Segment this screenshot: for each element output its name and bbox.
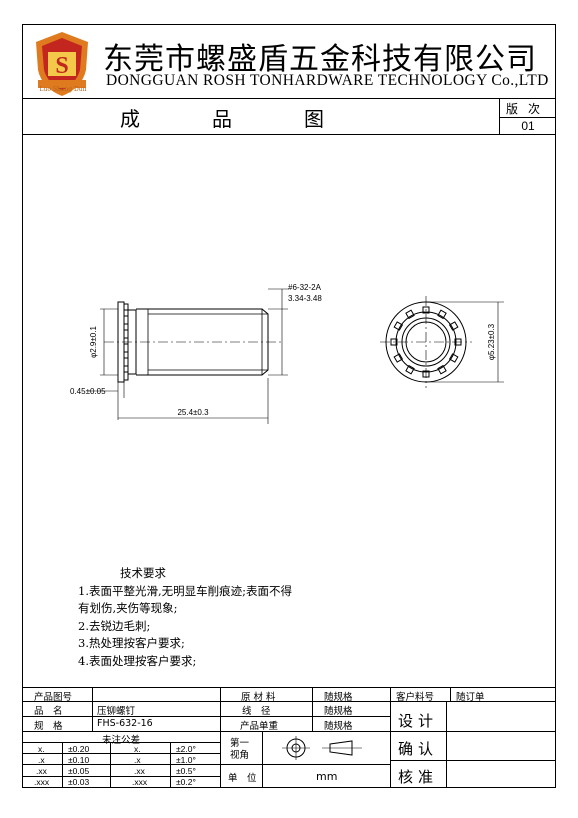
wire-value: 随规格 — [324, 706, 353, 717]
svg-text:S: S — [55, 53, 68, 79]
version-label: 版次 — [505, 102, 550, 116]
tb-col — [446, 701, 447, 788]
title-block-top — [22, 687, 556, 688]
tb-row — [22, 764, 220, 765]
tol-key: x. — [38, 744, 45, 754]
note-line: 4.表面处理按客户要求; — [78, 653, 197, 668]
tb-row — [22, 716, 390, 717]
technical-notes: 技术要求 1.表面平整光滑,无明显车削痕迹;表面不得 有划伤,夹伤等现象; 2.… — [78, 565, 378, 670]
customer-no-label: 客户料号 — [396, 692, 435, 703]
tb-row — [22, 776, 220, 777]
knurl-tooth — [437, 364, 447, 375]
tol-angle-value: ±2.0° — [176, 744, 196, 754]
material-label: 原 材 料 — [241, 692, 276, 703]
tb-col — [312, 687, 313, 731]
tol-angle-value: ±0.5° — [176, 766, 196, 776]
knurl-tooth — [448, 321, 459, 331]
version-row-divider — [499, 117, 556, 118]
notes-title: 技术要求 — [120, 566, 166, 580]
knurl-tooth — [393, 353, 404, 363]
tb-col — [92, 687, 93, 731]
knurl-tooth — [405, 309, 415, 320]
tol-angle-key: .xx — [134, 766, 145, 776]
knurl-tooth — [390, 338, 398, 346]
head-diameter-label: φ5.23±0.3 — [487, 323, 496, 360]
version-value: 01 — [521, 119, 535, 133]
tol-value: ±0.10 — [68, 755, 90, 765]
knurl-tooth — [422, 306, 430, 314]
confirm-label: 确认 — [398, 740, 439, 758]
tb-row — [220, 764, 390, 765]
tol-angle-key: x. — [134, 744, 141, 754]
tol-value: ±0.05 — [68, 766, 90, 776]
company-logo: S — [36, 32, 88, 96]
tol-angle-value: ±0.2° — [176, 777, 196, 787]
knurl-tooth — [437, 309, 447, 320]
tol-value: ±0.03 — [68, 777, 90, 787]
knurl-tooth — [393, 321, 404, 331]
tolerance-title: 未注公差 — [102, 735, 141, 746]
tol-value: ±0.20 — [68, 744, 90, 754]
projection-label: 第一 视角 — [230, 738, 250, 761]
note-line: 有划伤,夹伤等现象; — [78, 601, 178, 615]
tb-col — [62, 742, 63, 788]
thread-spec-label: #6-32-2A — [288, 283, 322, 292]
customer-no-value: 随订单 — [456, 692, 485, 703]
drawing-frame — [22, 24, 556, 788]
length-label: 25.4±0.3 — [177, 408, 209, 417]
tb-col — [450, 687, 451, 701]
tb-col — [262, 731, 263, 788]
unit-value: mm — [316, 770, 338, 783]
name-value: 压铆螺钉 — [97, 706, 136, 717]
tol-key: .xx — [36, 766, 47, 776]
tb-row — [390, 701, 556, 702]
version-divider — [499, 98, 500, 134]
tb-col — [390, 687, 391, 788]
logo-caption: Luo Sheng Dun — [39, 86, 87, 93]
tb-col — [170, 742, 171, 788]
tb-row — [22, 753, 220, 754]
weight-value: 随规格 — [324, 721, 353, 732]
tb-row — [22, 731, 556, 732]
wire-label: 线 径 — [242, 706, 271, 717]
weight-label: 产品单重 — [240, 721, 279, 732]
name-label: 品 名 — [34, 706, 63, 717]
tb-row — [22, 742, 220, 743]
note-line: 2.去锐边毛刺; — [78, 618, 151, 633]
approve-label: 核准 — [398, 768, 439, 786]
thread-length-label: 3.34-3.48 — [288, 294, 322, 303]
tol-angle-key: .x — [134, 755, 141, 765]
tol-angle-value: ±1.0° — [176, 755, 196, 765]
note-line: 3.热处理按客户要求; — [78, 636, 185, 650]
spec-value: FHS-632-16 — [97, 718, 153, 729]
spec-label: 规 格 — [34, 721, 63, 732]
header-divider — [22, 98, 556, 99]
tb-row — [22, 701, 390, 702]
company-name-en: DONGGUAN ROSH TONHARDWARE TECHNOLOGY Co.… — [106, 72, 549, 89]
unit-label: 单 位 — [228, 773, 257, 784]
knurl-tooth — [405, 364, 415, 375]
tol-angle-key: .xxx — [132, 777, 148, 787]
tb-col — [220, 687, 221, 788]
product-no-label: 产品图号 — [34, 692, 73, 703]
company-name-cn: 东莞市螺盛盾五金科技有限公司 — [103, 42, 537, 77]
note-line: 1.表面平整光滑,无明显车削痕迹;表面不得 — [78, 583, 293, 598]
head-thickness-label: 0.45±0.05 — [70, 387, 106, 396]
tb-col — [110, 742, 111, 788]
design-label: 设计 — [398, 712, 439, 730]
shank-diameter-label: φ2.9±0.1 — [89, 326, 98, 358]
tb-row — [390, 760, 556, 761]
knurl-tooth — [448, 353, 459, 363]
material-value: 随规格 — [324, 692, 353, 703]
tol-key: .xxx — [34, 777, 50, 787]
title-divider — [22, 134, 556, 135]
tol-key: .x — [38, 755, 45, 765]
drawing-title: 成品图 — [120, 107, 396, 131]
